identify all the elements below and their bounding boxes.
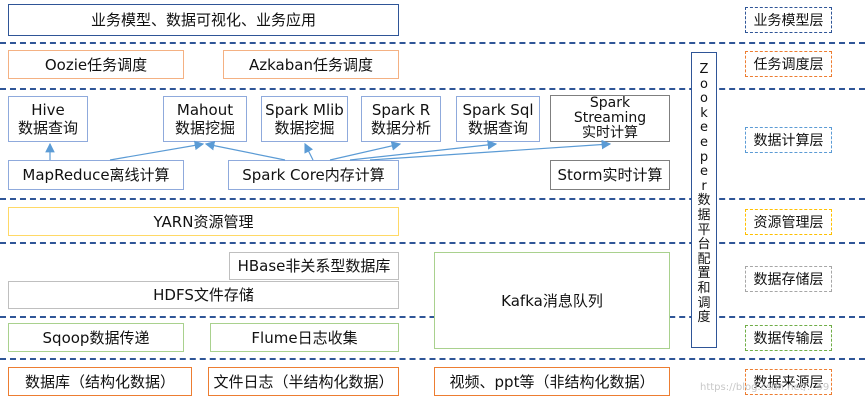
zk-char: e xyxy=(700,134,708,150)
sqoop-box: Sqoop数据传递 xyxy=(8,323,184,352)
arrow-mapreduce-mahout xyxy=(109,140,205,161)
zookeeper-bar: Z o o k e e p e r 数 据 平 台 配 置 和 调 度 xyxy=(691,52,717,348)
zk-char: o xyxy=(700,91,708,107)
spark-r-box: Spark R 数据分析 xyxy=(361,96,441,142)
zk-char: 数 xyxy=(697,193,711,209)
zk-char: 置 xyxy=(697,266,711,282)
yarn-box: YARN资源管理 xyxy=(8,207,399,236)
layer-separator xyxy=(0,42,865,44)
zk-char: 平 xyxy=(697,222,711,238)
zk-char: r xyxy=(701,178,707,194)
layer-separator xyxy=(0,198,865,200)
hive-box: Hive 数据查询 xyxy=(8,96,88,142)
layer-separator xyxy=(0,358,865,360)
layer-data-source: 数据来源层 xyxy=(745,369,832,395)
watermark: https://blog.csdn.net/...59 xyxy=(700,382,830,393)
file-log-box: 文件日志（半结构化数据） xyxy=(208,367,399,396)
layer-separator xyxy=(0,316,865,318)
arrow-sparkcore-r xyxy=(329,141,402,161)
arrow-sparkcore-streaming xyxy=(369,139,612,161)
spark-mlib-box: Spark Mlib 数据挖掘 xyxy=(261,96,348,142)
layer-data-storage: 数据存储层 xyxy=(745,266,832,292)
zk-char: k xyxy=(700,105,708,121)
zk-char: 和 xyxy=(697,280,711,296)
database-box: 数据库（结构化数据） xyxy=(8,367,192,396)
layer-separator xyxy=(0,88,865,90)
layer-business-model: 业务模型层 xyxy=(745,7,832,33)
zk-char: 台 xyxy=(697,237,711,253)
spark-core-box: Spark Core内存计算 xyxy=(228,160,399,190)
video-ppt-box: 视频、ppt等（非结构化数据） xyxy=(434,367,670,396)
zk-char: Z xyxy=(699,62,709,77)
spark-streaming-box: Spark Streaming 实时计算 xyxy=(550,95,670,142)
zk-char: 度 xyxy=(697,310,711,326)
zk-char: o xyxy=(700,76,708,92)
zk-char: 配 xyxy=(697,251,711,267)
zk-char: e xyxy=(700,164,708,180)
zk-char: p xyxy=(699,149,709,165)
zk-char: e xyxy=(700,120,708,136)
zk-char: 调 xyxy=(697,295,711,311)
kafka-box: Kafka消息队列 xyxy=(434,252,670,349)
hdfs-box: HDFS文件存储 xyxy=(8,281,399,309)
storm-box: Storm实时计算 xyxy=(550,160,670,190)
arrow-sparkcore-mlib xyxy=(304,142,314,161)
spark-sql-box: Spark Sql 数据查询 xyxy=(456,96,540,142)
layer-data-compute: 数据计算层 xyxy=(745,127,832,153)
layer-data-transfer: 数据传输层 xyxy=(745,325,832,351)
zk-char: 据 xyxy=(697,207,711,223)
mapreduce-box: MapReduce离线计算 xyxy=(8,160,184,190)
flume-box: Flume日志收集 xyxy=(210,323,399,352)
oozie-box: Oozie任务调度 xyxy=(8,50,184,79)
mahout-box: Mahout 数据挖掘 xyxy=(163,96,247,142)
azkaban-box: Azkaban任务调度 xyxy=(223,50,399,79)
hbase-box: HBase非关系型数据库 xyxy=(229,252,399,280)
layer-separator xyxy=(0,242,865,244)
layer-resource-mgmt: 资源管理层 xyxy=(745,209,832,235)
arrow-sparkcore-mahout xyxy=(204,140,286,161)
layer-task-scheduling: 任务调度层 xyxy=(745,51,832,77)
business-app-box: 业务模型、数据可视化、业务应用 xyxy=(8,4,399,36)
arrow-sparkcore-sql xyxy=(349,140,498,161)
